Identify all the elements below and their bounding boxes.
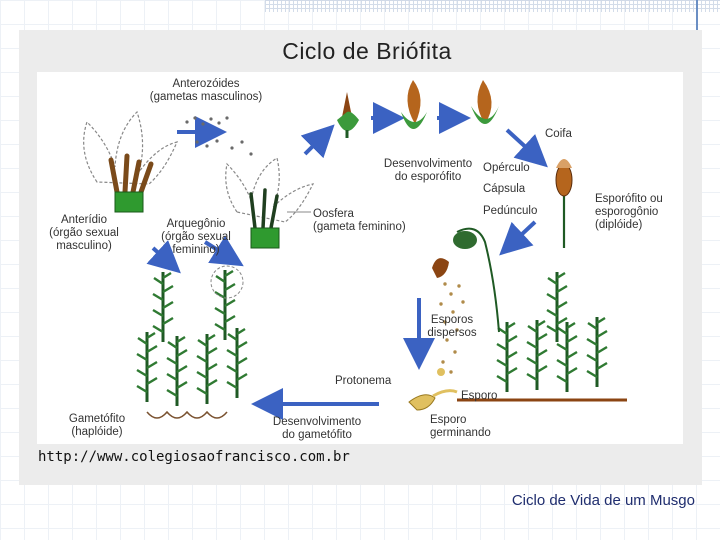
mature-sporophyte (556, 159, 572, 248)
label-gametofito: Gametófito (haplóide) (59, 413, 135, 439)
arrow-to-mature (507, 130, 542, 162)
label-oosfera: Oosfera (gameta feminino) (313, 208, 406, 234)
label-esporo-germinando: Esporo germinando (430, 414, 491, 440)
germinating-spore (409, 368, 457, 410)
arrow-fertilization (305, 130, 329, 154)
label-esporofito: Esporófito ou esporogônio (diplóide) (595, 193, 663, 232)
slide-title: Ciclo de Briófita (0, 38, 720, 65)
label-esporo: Esporo (461, 390, 497, 403)
arrow-to-capsule-open (505, 222, 535, 250)
label-coifa: Coifa (545, 128, 572, 141)
label-desenvolvimento-esporofito: Desenvolvimento do esporófito (363, 158, 493, 184)
slide-caption: Ciclo de Vida de um Musgo (512, 492, 695, 509)
label-arquegonio: Arquegônio (órgão sexual feminino) (151, 218, 241, 257)
developing-sporophytes (337, 80, 499, 138)
label-operculo: Opérculo (483, 162, 530, 175)
label-capsula: Cápsula (483, 183, 525, 196)
label-anterozoides: Anterozóides (gametas masculinos) (131, 78, 281, 104)
left-gametophyte-cluster (137, 266, 247, 418)
male-rosette (84, 112, 177, 212)
label-desenvolvimento-gametofito: Desenvolvimento do gametófito (257, 416, 377, 442)
diagram-drawing (37, 72, 683, 444)
label-protonema: Protonema (335, 375, 391, 388)
label-esporos-dispersos: Esporos dispersos (417, 314, 487, 340)
sperm-dots (185, 116, 252, 155)
top-decoration-line (696, 0, 698, 30)
label-pedunculo: Pedúnculo (483, 205, 537, 218)
top-decoration-strip (265, 0, 720, 12)
label-anteridio: Anterídio (órgão sexual masculino) (37, 214, 131, 253)
moss-life-cycle-diagram: Anterozóides (gametas masculinos) Desenv… (37, 72, 683, 444)
source-url: http://www.colegiosaofrancisco.com.br (38, 449, 350, 465)
